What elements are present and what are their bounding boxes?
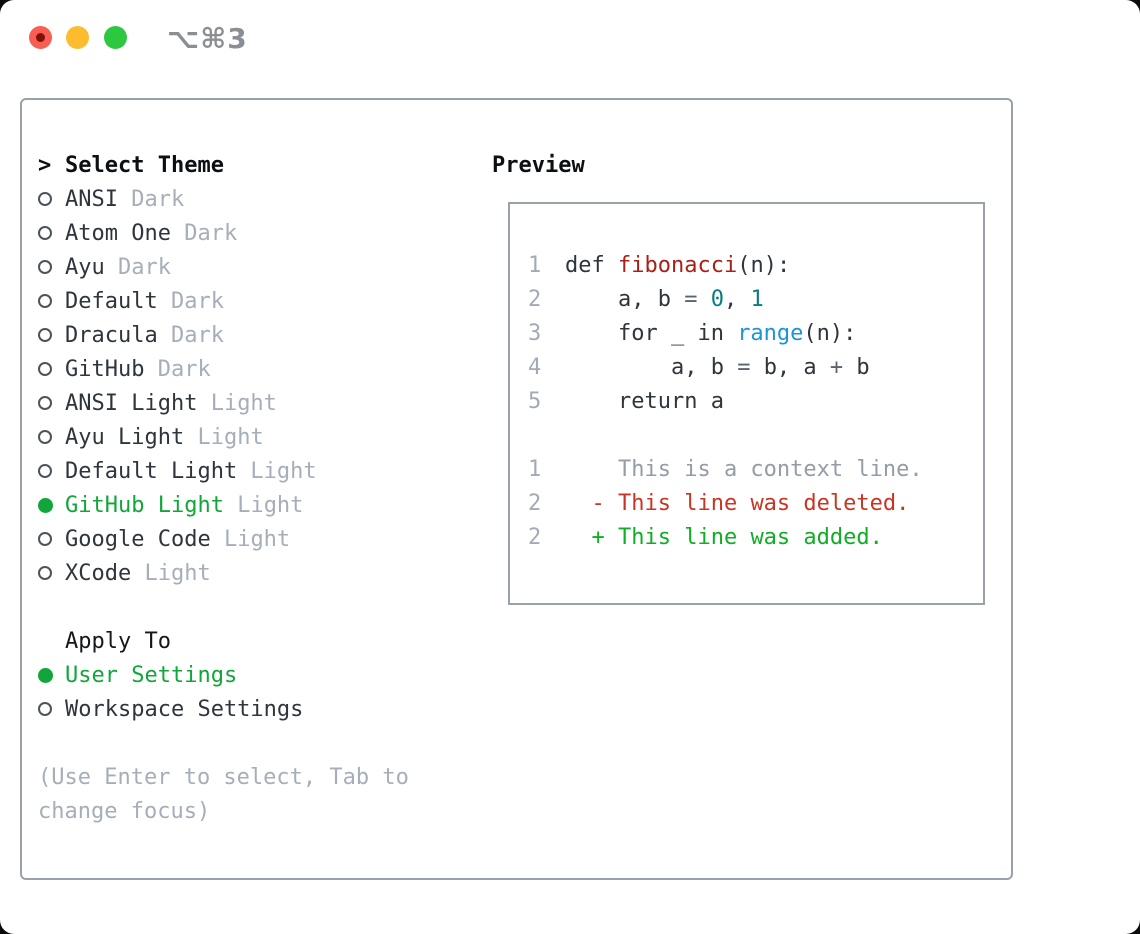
radio-unselected-icon (38, 260, 65, 274)
option-name: Default Light (65, 458, 238, 484)
code-line: 5 return a (528, 388, 724, 414)
option-name: XCode (65, 560, 132, 586)
select-theme-label: Select Theme (65, 152, 224, 178)
radio-unselected-icon (38, 294, 65, 308)
zoom-button[interactable] (104, 26, 127, 49)
code-line: 2 - This line was deleted. (528, 490, 910, 516)
radio-unselected-icon (38, 226, 65, 240)
focus-caret-icon: > (38, 152, 52, 178)
radio-unselected-icon (38, 328, 65, 342)
theme-option[interactable]: Google Code Light (38, 522, 478, 556)
option-variant: Light (131, 560, 211, 586)
keyboard-hint-line: change focus) (38, 798, 211, 824)
close-button-dot (36, 33, 45, 42)
apply-to-option[interactable]: User Settings (38, 658, 478, 692)
theme-option[interactable]: Atom One Dark (38, 216, 478, 250)
line-number: 4 (528, 354, 542, 380)
theme-option[interactable]: Ayu Light Light (38, 420, 478, 454)
line-number: 1 (528, 252, 542, 278)
radio-unselected-icon (38, 192, 65, 206)
theme-option[interactable]: XCode Light (38, 556, 478, 590)
option-variant: Light (237, 458, 317, 484)
radio-selected-icon (38, 497, 65, 513)
theme-option[interactable]: ANSI Light Light (38, 386, 478, 420)
theme-option[interactable]: Default Light Light (38, 454, 478, 488)
radio-unselected-icon (38, 362, 65, 376)
option-name: Google Code (65, 526, 211, 552)
radio-unselected-icon (38, 396, 65, 410)
option-name: ANSI (65, 186, 118, 212)
radio-unselected-icon (38, 532, 65, 546)
option-name: Ayu Light (65, 424, 185, 450)
option-variant: Dark (157, 288, 224, 314)
code-line: 2 a, b = 0, 1 (528, 286, 764, 312)
option-name: ANSI Light (65, 390, 198, 416)
theme-option[interactable]: GitHub Light Light (38, 488, 478, 522)
option-variant: Light (197, 390, 277, 416)
window-title: ⌥⌘3 (167, 22, 248, 55)
option-name: GitHub (65, 356, 145, 382)
code-line (528, 418, 983, 452)
radio-unselected-icon (38, 702, 65, 716)
theme-option[interactable]: Ayu Dark (38, 250, 478, 284)
theme-option[interactable]: Dracula Dark (38, 318, 478, 352)
radio-selected-icon (38, 667, 65, 683)
minimize-button[interactable] (66, 26, 89, 49)
theme-option[interactable]: GitHub Dark (38, 352, 478, 386)
apply-to-header: Apply To (38, 624, 478, 658)
option-variant: Light (223, 492, 304, 518)
radio-unselected-icon (38, 566, 65, 580)
option-name: Workspace Settings (65, 696, 304, 722)
code-line: 2 + This line was added. (528, 524, 883, 550)
option-name: GitHub Light (65, 492, 224, 518)
code-line: 1 This is a context line. (528, 456, 923, 482)
keyboard-hint-line: (Use Enter to select, Tab to (38, 764, 409, 790)
radio-unselected-icon (38, 430, 65, 444)
line-number: 1 (528, 456, 542, 482)
option-variant: Light (210, 526, 291, 552)
code-line: 4 a, b = b, a + b (528, 354, 870, 380)
select-theme-header: > Select Theme (38, 148, 478, 182)
theme-option[interactable]: Default Dark (38, 284, 478, 318)
apply-to-option[interactable]: Workspace Settings (38, 692, 478, 726)
option-variant: Dark (157, 322, 224, 348)
line-number: 3 (528, 320, 542, 346)
option-variant: Dark (117, 186, 185, 212)
preview-label: Preview (492, 152, 585, 178)
option-variant: Dark (170, 220, 238, 246)
option-variant: Dark (104, 254, 171, 280)
option-name: Atom One (65, 220, 171, 246)
title-bar: ⌥⌘3 (0, 0, 1140, 76)
apply-to-label: Apply To (65, 628, 171, 654)
spacer-row (38, 590, 478, 624)
option-name: Dracula (65, 322, 158, 348)
close-button[interactable] (29, 26, 52, 49)
option-variant: Light (184, 424, 264, 450)
line-number: 2 (528, 286, 542, 312)
option-name: User Settings (65, 662, 238, 688)
radio-unselected-icon (38, 464, 65, 478)
option-name: Ayu (65, 254, 105, 280)
line-number: 2 (528, 524, 542, 550)
spacer-row (38, 726, 478, 760)
keyboard-hint: (Use Enter to select, Tab to change focus… (38, 760, 478, 828)
theme-option[interactable]: ANSI Dark (38, 182, 478, 216)
option-name: Default (65, 288, 158, 314)
option-variant: Dark (144, 356, 211, 382)
code-line: 3 for _ in range(n): (528, 320, 857, 346)
line-number: 2 (528, 490, 542, 516)
line-number: 5 (528, 388, 542, 414)
